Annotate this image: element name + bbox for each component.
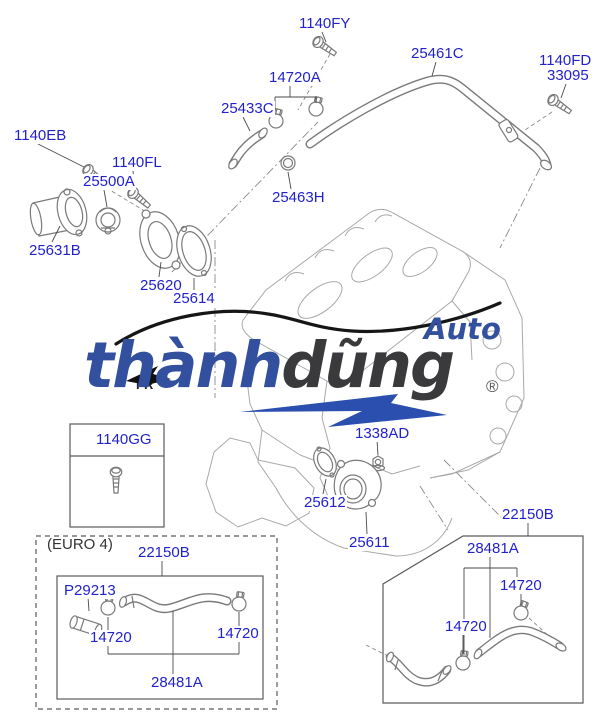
- callout-1140gg: 1140GG: [95, 431, 153, 448]
- watermark-brand-part1: thành: [84, 329, 283, 402]
- callout-28481a-alt: 28481A: [466, 540, 520, 557]
- callout-25614: 25614: [172, 290, 216, 307]
- callout-14720-alt-upper: 14720: [499, 577, 543, 594]
- callout-1140eb: 1140EB: [13, 127, 68, 144]
- coolant-pipe-assembly-drawing: [228, 33, 575, 171]
- callout-25500a: 25500A: [82, 173, 136, 190]
- callout-25461c: 25461C: [410, 45, 465, 62]
- hose-clamp-icon: [306, 95, 327, 119]
- callout-1338ad: 1338AD: [354, 425, 411, 442]
- bolt-kit-box: [69, 423, 165, 528]
- fr-arrow-icon: [126, 366, 171, 385]
- callout-25612: 25612: [303, 494, 347, 511]
- callout-14720-euro4-left: 14720: [89, 629, 133, 646]
- callout-14720-euro4-right: 14720: [216, 625, 260, 642]
- euro4-variant-label: (EURO 4): [46, 536, 114, 553]
- callout-14720a: 14720A: [268, 69, 322, 86]
- callout-leader-lines: [37, 31, 567, 674]
- callout-25463h: 25463H: [271, 189, 326, 206]
- callout-p29213: P29213: [63, 582, 117, 599]
- watermark-brand: thànhdũng: [84, 334, 455, 397]
- alt-hose-box: [382, 535, 584, 704]
- watermark-brand-part2: dũng: [281, 329, 455, 402]
- watermark-graphics: [114, 301, 502, 427]
- callout-25620: 25620: [139, 277, 183, 294]
- car-swoosh-icon: [114, 301, 502, 346]
- bolt-icon: [109, 466, 123, 494]
- callout-14720-alt-lower: 14720: [444, 618, 488, 635]
- callout-22150b-alt: 22150B: [501, 506, 555, 523]
- registered-trademark-icon: ®: [486, 377, 499, 396]
- fr-direction-marker: FR: [126, 366, 171, 392]
- callout-1140fd: 1140FD: [538, 52, 593, 69]
- callout-22150b-euro4: 22150B: [137, 544, 191, 561]
- callout-1140fl: 1140FL: [111, 154, 163, 171]
- callout-33095: 33095: [546, 67, 590, 84]
- callout-25433c: 25433C: [220, 100, 275, 117]
- callout-25631b: 25631B: [28, 242, 82, 259]
- hose-clamp-icon: [511, 598, 533, 623]
- hose-clamp-icon: [230, 590, 249, 613]
- arrow-swoosh-icon: [240, 394, 447, 427]
- callout-25611: 25611: [348, 534, 391, 551]
- callout-28481a-euro4: 28481A: [150, 674, 204, 691]
- callout-1140fy: 1140FY: [298, 15, 352, 32]
- watermark-suffix: Auto: [424, 312, 501, 346]
- thermostat-assembly-drawing: [29, 161, 212, 277]
